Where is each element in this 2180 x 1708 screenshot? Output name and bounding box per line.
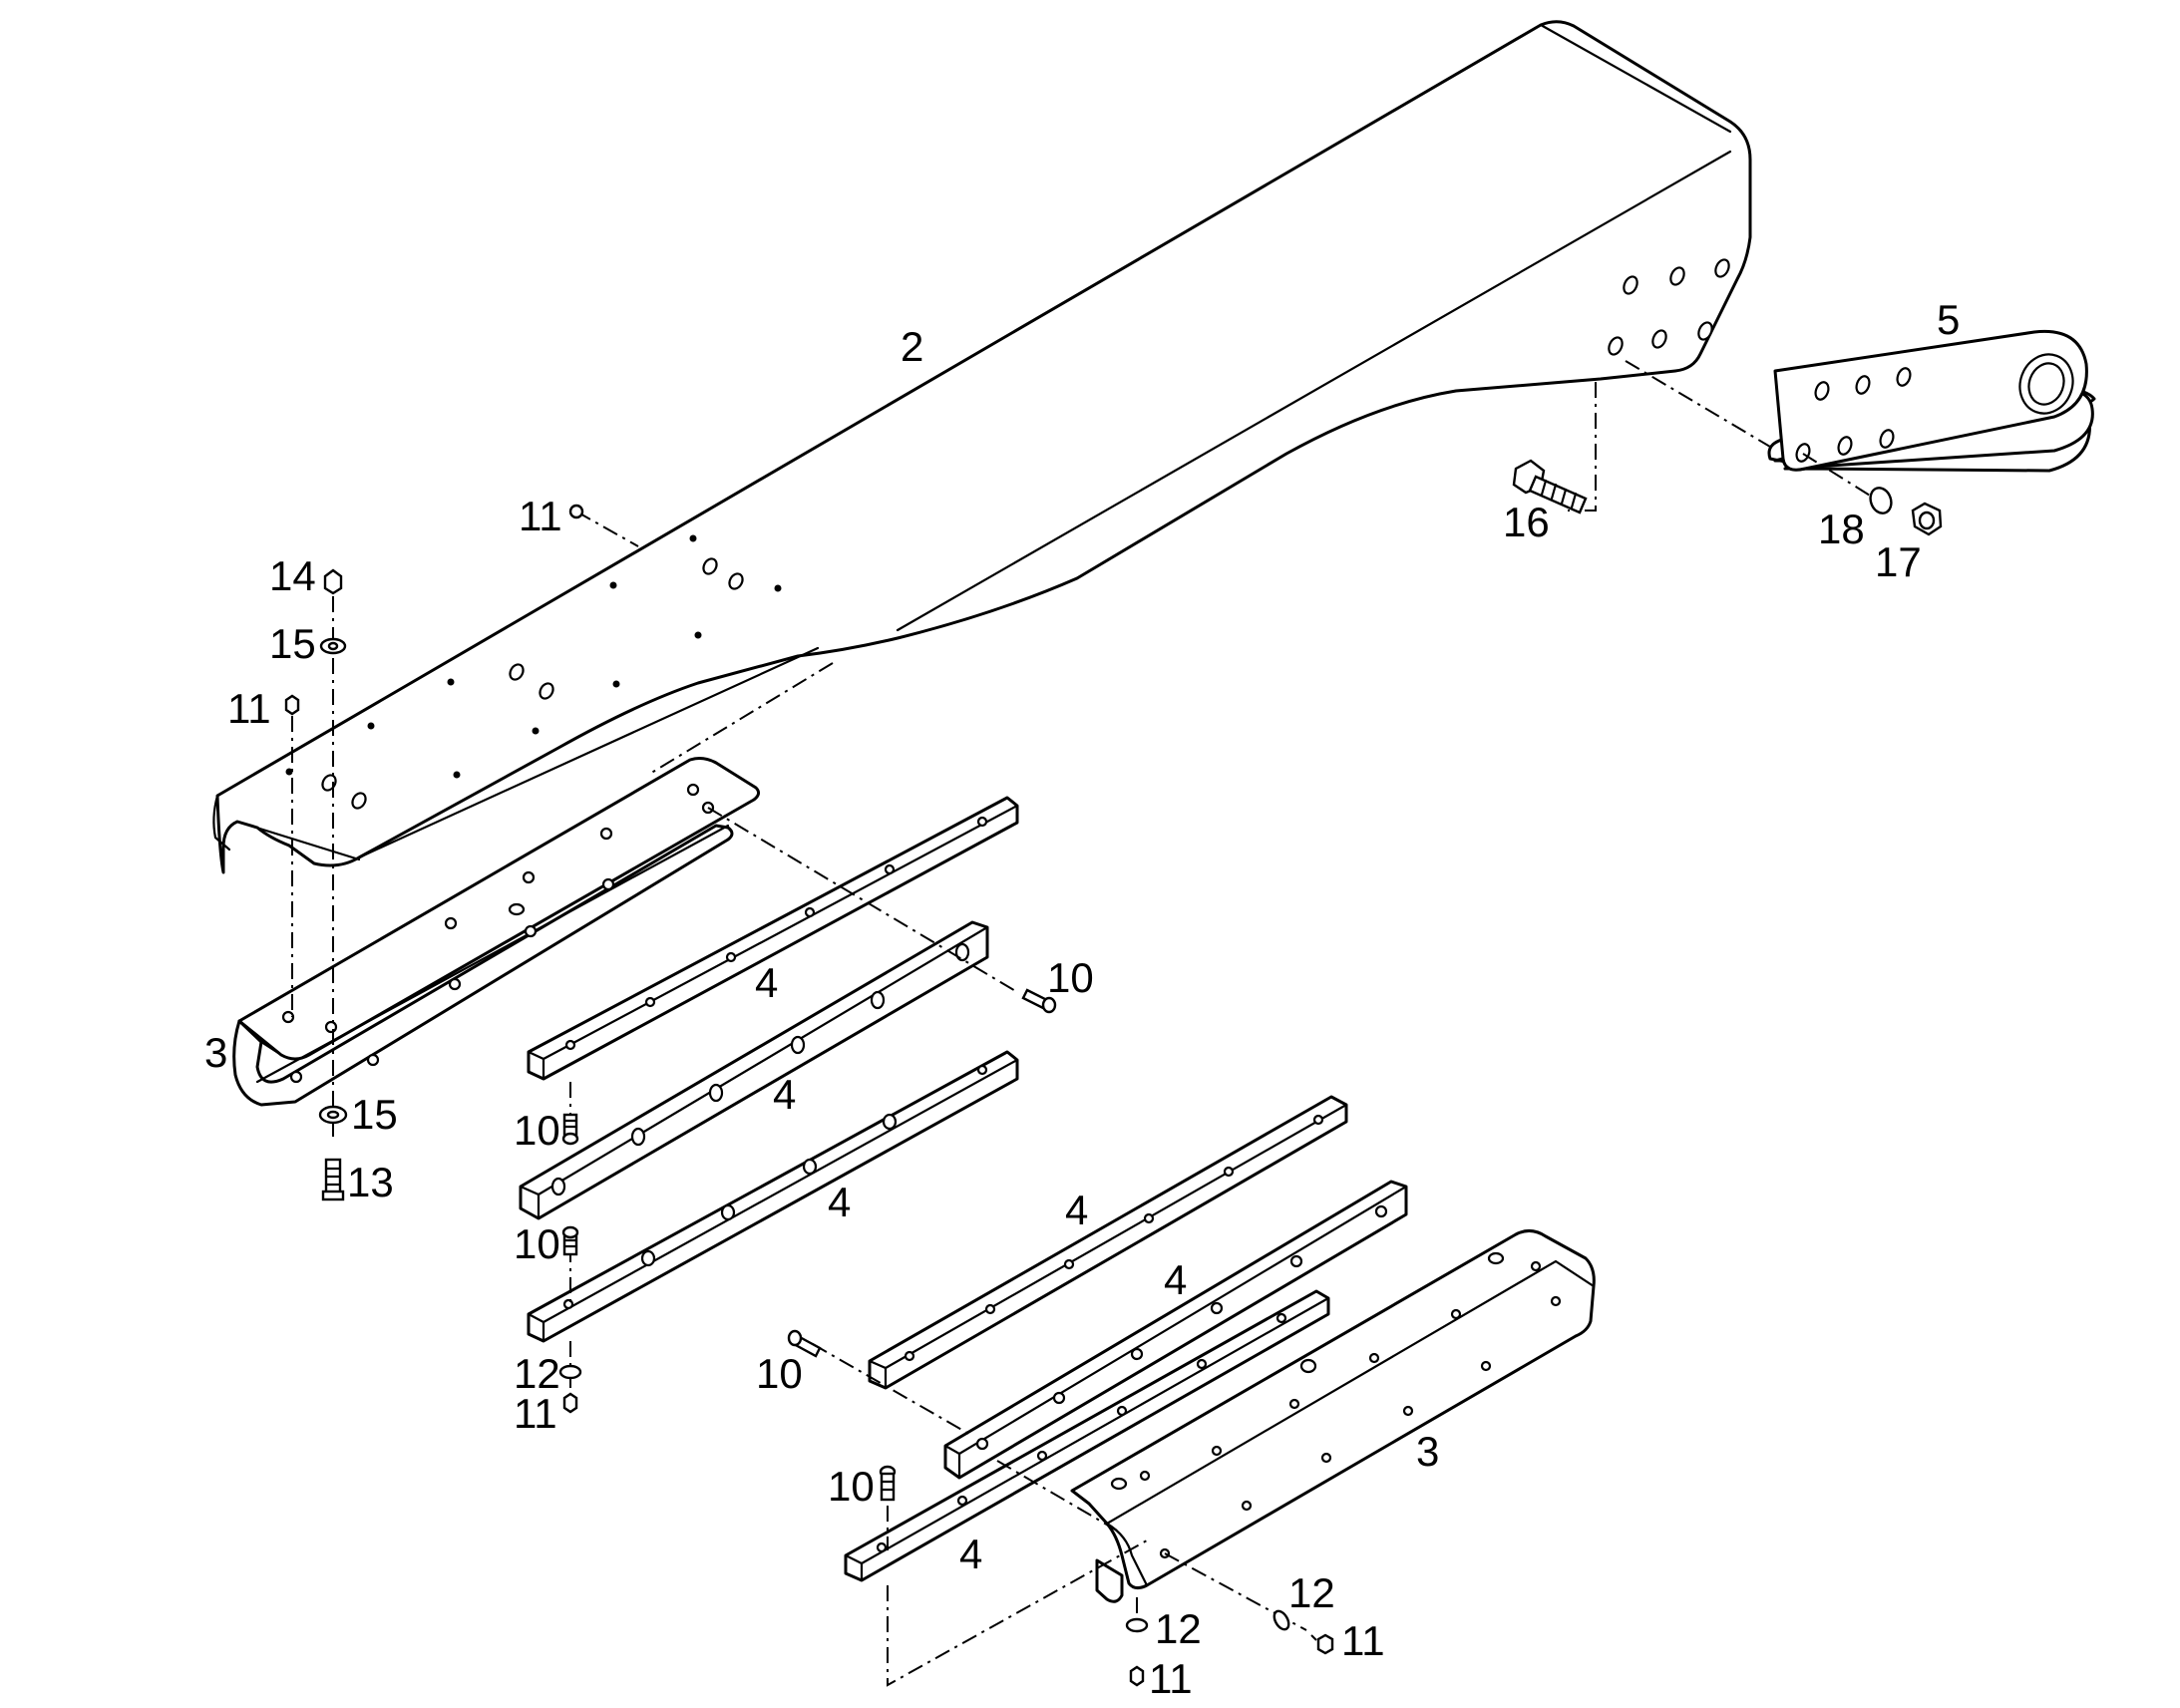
- callout-main-beam: 2: [901, 323, 923, 370]
- callout-screw-10-e: 10: [828, 1463, 875, 1510]
- callout-strip-4-b: 4: [773, 1071, 796, 1118]
- callout-strip-4-c: 4: [828, 1179, 851, 1225]
- callout-washer-15-top: 15: [269, 620, 316, 667]
- strip-upper-2: [519, 920, 989, 1220]
- strip-upper-1: [527, 796, 1019, 1081]
- hardware: [284, 459, 1943, 1687]
- callout-screw-10-b: 10: [514, 1107, 560, 1154]
- strip-lower-2: [943, 1180, 1408, 1480]
- callout-nut-17: 17: [1875, 538, 1922, 585]
- callout-channel-3-right: 3: [1416, 1428, 1439, 1475]
- callout-nut-11-top: 11: [519, 493, 562, 539]
- screw-10-c-hardware: [561, 1225, 579, 1256]
- callout-strip-4-a: 4: [755, 959, 778, 1006]
- callout-nut-11-left: 11: [227, 685, 271, 732]
- callout-screw-10-d: 10: [756, 1350, 803, 1397]
- strip-upper-3: [527, 1050, 1019, 1343]
- callout-nut-11-c: 11: [1341, 1617, 1385, 1664]
- nut-17-hardware: [1911, 502, 1943, 536]
- screw-10-a-hardware: [1021, 988, 1057, 1014]
- callouts: 2 5 16 18 17 11 14 15 11 3 15 13 4 4 4 1…: [204, 296, 1960, 1702]
- beam-holes-end: [1608, 258, 1730, 356]
- callout-washer-12-c: 12: [1288, 1569, 1335, 1616]
- bracket-plate: [1767, 329, 2096, 473]
- callout-washer-18: 18: [1818, 506, 1865, 552]
- callout-strip-4-e: 4: [1164, 1256, 1187, 1303]
- screw-10-e-hardware: [879, 1465, 897, 1502]
- strip-lower-3: [844, 1289, 1330, 1582]
- callout-nut-11-a: 11: [514, 1390, 557, 1437]
- callout-strip-4-f: 4: [959, 1531, 982, 1577]
- callout-nut-11-b: 11: [1149, 1655, 1193, 1702]
- callout-bolt-16: 16: [1503, 499, 1550, 545]
- bolt-13-hardware: [321, 1158, 345, 1201]
- callout-screw-10-a: 10: [1047, 954, 1094, 1001]
- main-beam: [212, 20, 1752, 874]
- callout-bolt-13: 13: [347, 1159, 394, 1205]
- callout-washer-12-a: 12: [514, 1350, 560, 1397]
- screw-10-d-hardware: [787, 1329, 822, 1358]
- callout-nut-14: 14: [269, 552, 316, 599]
- callout-screw-10-c: 10: [514, 1220, 560, 1267]
- channel-right: [1070, 1229, 1596, 1603]
- strip-lower-1: [868, 1095, 1348, 1390]
- channel-left: [232, 757, 761, 1107]
- callout-washer-12-b: 12: [1155, 1605, 1202, 1652]
- screw-10-b-hardware: [561, 1113, 579, 1146]
- bolt-16-hardware: [1512, 459, 1588, 514]
- callout-bracket-plate: 5: [1937, 296, 1960, 343]
- callout-washer-15-bottom: 15: [351, 1091, 398, 1138]
- callout-channel-3-left: 3: [204, 1029, 227, 1076]
- callout-strip-4-d: 4: [1065, 1187, 1088, 1233]
